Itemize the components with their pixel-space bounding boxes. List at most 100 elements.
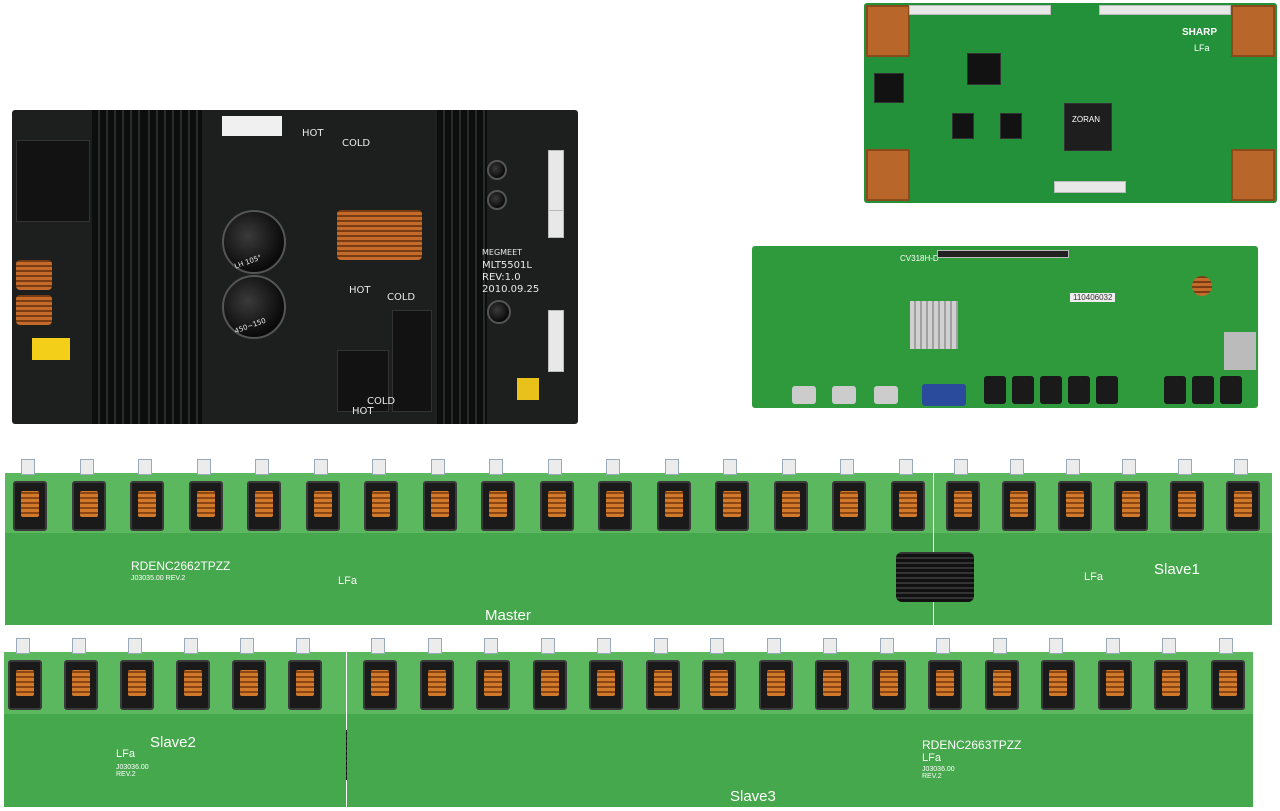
mounting-tab [427,638,442,654]
model-sticker [222,116,282,136]
inverter-transformer [305,481,340,531]
inverter-transformer [476,660,510,710]
inverter-transformer [364,481,398,531]
inverter-transformer [702,660,736,710]
inverter-transformer [832,481,866,531]
inverter-transformer [758,660,793,710]
bulk-capacitor-2 [222,275,286,339]
mounting-tab [1162,638,1176,654]
mounting-tab [1178,459,1192,475]
mounting-tab [840,459,854,475]
inverter-transformer [481,481,515,531]
mounting-tab [128,638,142,654]
mounting-tab [1010,459,1024,475]
mounting-tab [484,638,498,654]
zoran-chip [1064,103,1112,151]
output-transformer [392,310,432,412]
mounting-tab [138,459,152,475]
mounting-tab [1066,459,1080,475]
inverter-transformer [1097,660,1132,710]
inverter-slave3-board: RDENC2663TPZZ LFa J03036.00 REV.2 Slave3 [347,638,1253,807]
mounting-tab [489,459,503,475]
mounting-tab [781,459,796,475]
inverter-transformer [598,481,632,531]
corner-pad-tr [1231,5,1275,57]
lvds-connector-top-right [1099,5,1231,15]
inverter-transformer [176,660,210,710]
mounting-tab [547,459,562,475]
bulk-capacitor-1 [222,210,286,274]
inverter-transformer [13,481,47,531]
mounting-tab [954,459,968,475]
inverter-transformer [532,660,567,710]
mounting-tab [79,459,94,475]
hdmi-port-3 [874,386,898,404]
cold-label-2: COLD [387,292,416,303]
mounting-tab [296,638,310,654]
heatsink-middle [142,110,202,424]
model-label: MLT5501L [482,260,532,271]
inverter-transformer [288,660,322,710]
mounting-tab [372,459,386,475]
inverter-transformer [1114,481,1148,531]
inverter-transformer [232,660,266,710]
main-board: CV318H-D 110406032 [752,246,1258,408]
inverter-transformer [1041,660,1075,710]
inverter-transformer [120,660,154,710]
transformer-black [16,140,90,222]
output-capacitor-1 [487,160,507,180]
mounting-tab [710,638,724,654]
slave1-label: Slave1 [1154,561,1200,578]
mounting-tab [823,638,837,654]
inverter-transformer [1002,481,1036,531]
vga-port [922,384,966,406]
mounting-tab [664,459,679,475]
memory-chip-2 [1000,113,1022,139]
output-capacitor-2 [487,190,507,210]
slave2-lfa: LFa [116,748,135,760]
inverter-transformer [8,660,42,710]
inverter-transformer [1210,660,1245,710]
inverter-transformer [247,481,281,531]
inverter-transformer [71,481,106,531]
rca-jack-4 [1068,376,1090,404]
mounting-tab [1122,459,1136,475]
mounting-tab [313,459,328,475]
cold-label-1: COLD [342,138,371,149]
master-lfa: LFa [338,575,357,587]
tcon-chip-1 [967,53,1001,85]
inverter-transformer [871,660,906,710]
hot-label-1: HOT [302,128,324,139]
inverter-transformer [589,660,623,710]
mounting-tab [766,638,781,654]
output-capacitor-3 [487,300,511,324]
mounting-tab [371,638,385,654]
mounting-tab [1105,638,1120,654]
mounting-tab [540,638,555,654]
corner-pad-bl [866,149,910,201]
master-sub: J03035.00 REV.2 [131,575,186,582]
corner-pad-br [1231,149,1275,201]
inverter-transformer [946,481,980,531]
mounting-tab [1218,638,1233,654]
mounting-tab [723,459,737,475]
mounting-tab [72,638,86,654]
ribbon-cable-1 [896,552,974,602]
mounting-tab [653,638,668,654]
rca-jack-1 [984,376,1006,404]
inverter-slave2-board: Slave2 LFa J03036.00 REV.2 [4,638,346,807]
zoran-chip-label: ZORAN [1072,115,1100,124]
slave3-label: Slave3 [730,788,776,805]
inverter-transformer [715,481,749,531]
inverter-transformer [645,660,680,710]
tuner-can [1224,332,1256,370]
mounting-tab [16,638,30,654]
mounting-tab [1234,459,1248,475]
inverter-transformer [1170,481,1204,531]
tcon-lfa: LFa [1194,43,1210,53]
sharp-brand: SHARP [1182,27,1218,38]
mounting-tab [606,459,620,475]
inverter-transformer [984,660,1019,710]
rca-jack-8 [1220,376,1242,404]
tcon-chip-2 [874,73,904,103]
